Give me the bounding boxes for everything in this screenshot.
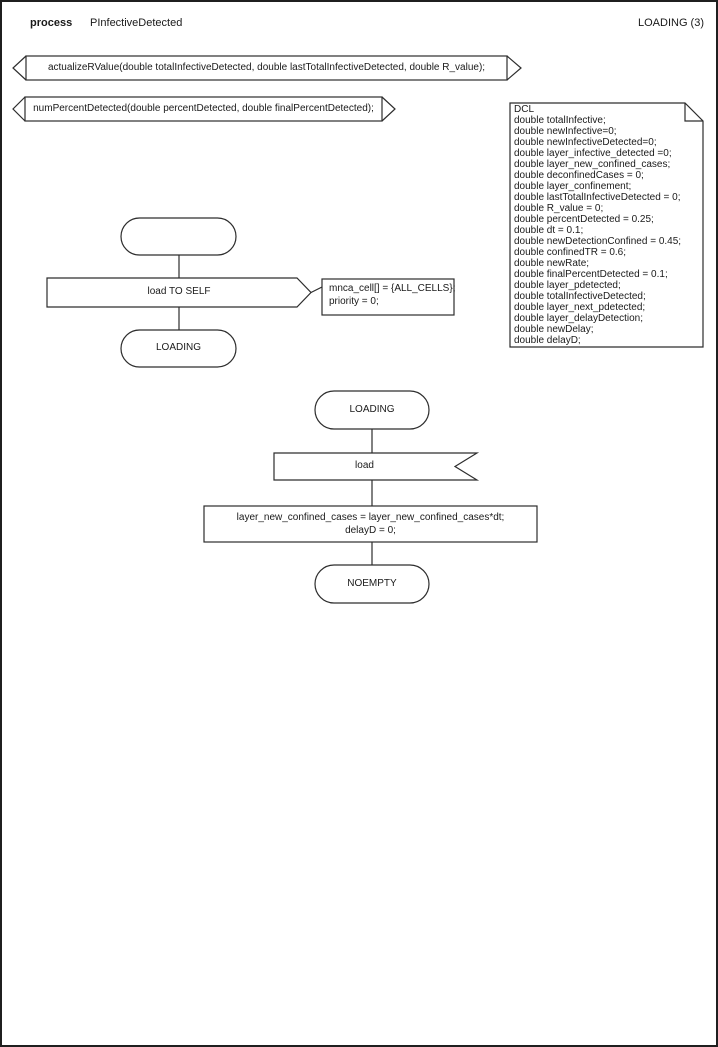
dcl-note-text: DCL double totalInfective; double newInf… bbox=[514, 104, 682, 346]
header-kind-label: process bbox=[30, 17, 73, 29]
task-symbol[interactable] bbox=[203, 505, 538, 543]
comment-symbol[interactable] bbox=[321, 278, 455, 316]
procedure-declaration-symbol-2[interactable] bbox=[12, 96, 396, 122]
task-symbol-text: layer_new_confined_cases = layer_new_con… bbox=[236, 512, 505, 536]
output-symbol[interactable] bbox=[46, 277, 312, 308]
state-label-noempty: NOEMPTY bbox=[347, 578, 397, 589]
state-symbol-noempty[interactable] bbox=[314, 564, 430, 604]
state-label-loading-2: LOADING bbox=[349, 404, 395, 415]
state-symbol-loading-next-1[interactable] bbox=[120, 329, 237, 368]
comment-text: mnca_cell[] = {ALL_CELLS}; priority = 0; bbox=[329, 283, 456, 307]
dcl-note-symbol[interactable] bbox=[509, 102, 704, 348]
procedure-declaration-2-label: numPercentDetected(double percentDetecte… bbox=[33, 103, 374, 114]
header-state-page-label: LOADING (3) bbox=[637, 17, 704, 29]
state-label-loading-next-1: LOADING bbox=[155, 342, 201, 353]
procedure-declaration-symbol-1[interactable] bbox=[12, 55, 522, 81]
procedure-declaration-1-label: actualizeRValue(double totalInfectiveDet… bbox=[47, 62, 486, 73]
input-symbol[interactable] bbox=[273, 452, 480, 481]
output-symbol-label: load TO SELF bbox=[147, 286, 211, 297]
connector-output-to-comment bbox=[310, 286, 323, 294]
header-process-name: PInfectiveDetected bbox=[90, 17, 183, 29]
input-symbol-label: load bbox=[355, 460, 374, 471]
start-symbol[interactable] bbox=[120, 217, 237, 256]
